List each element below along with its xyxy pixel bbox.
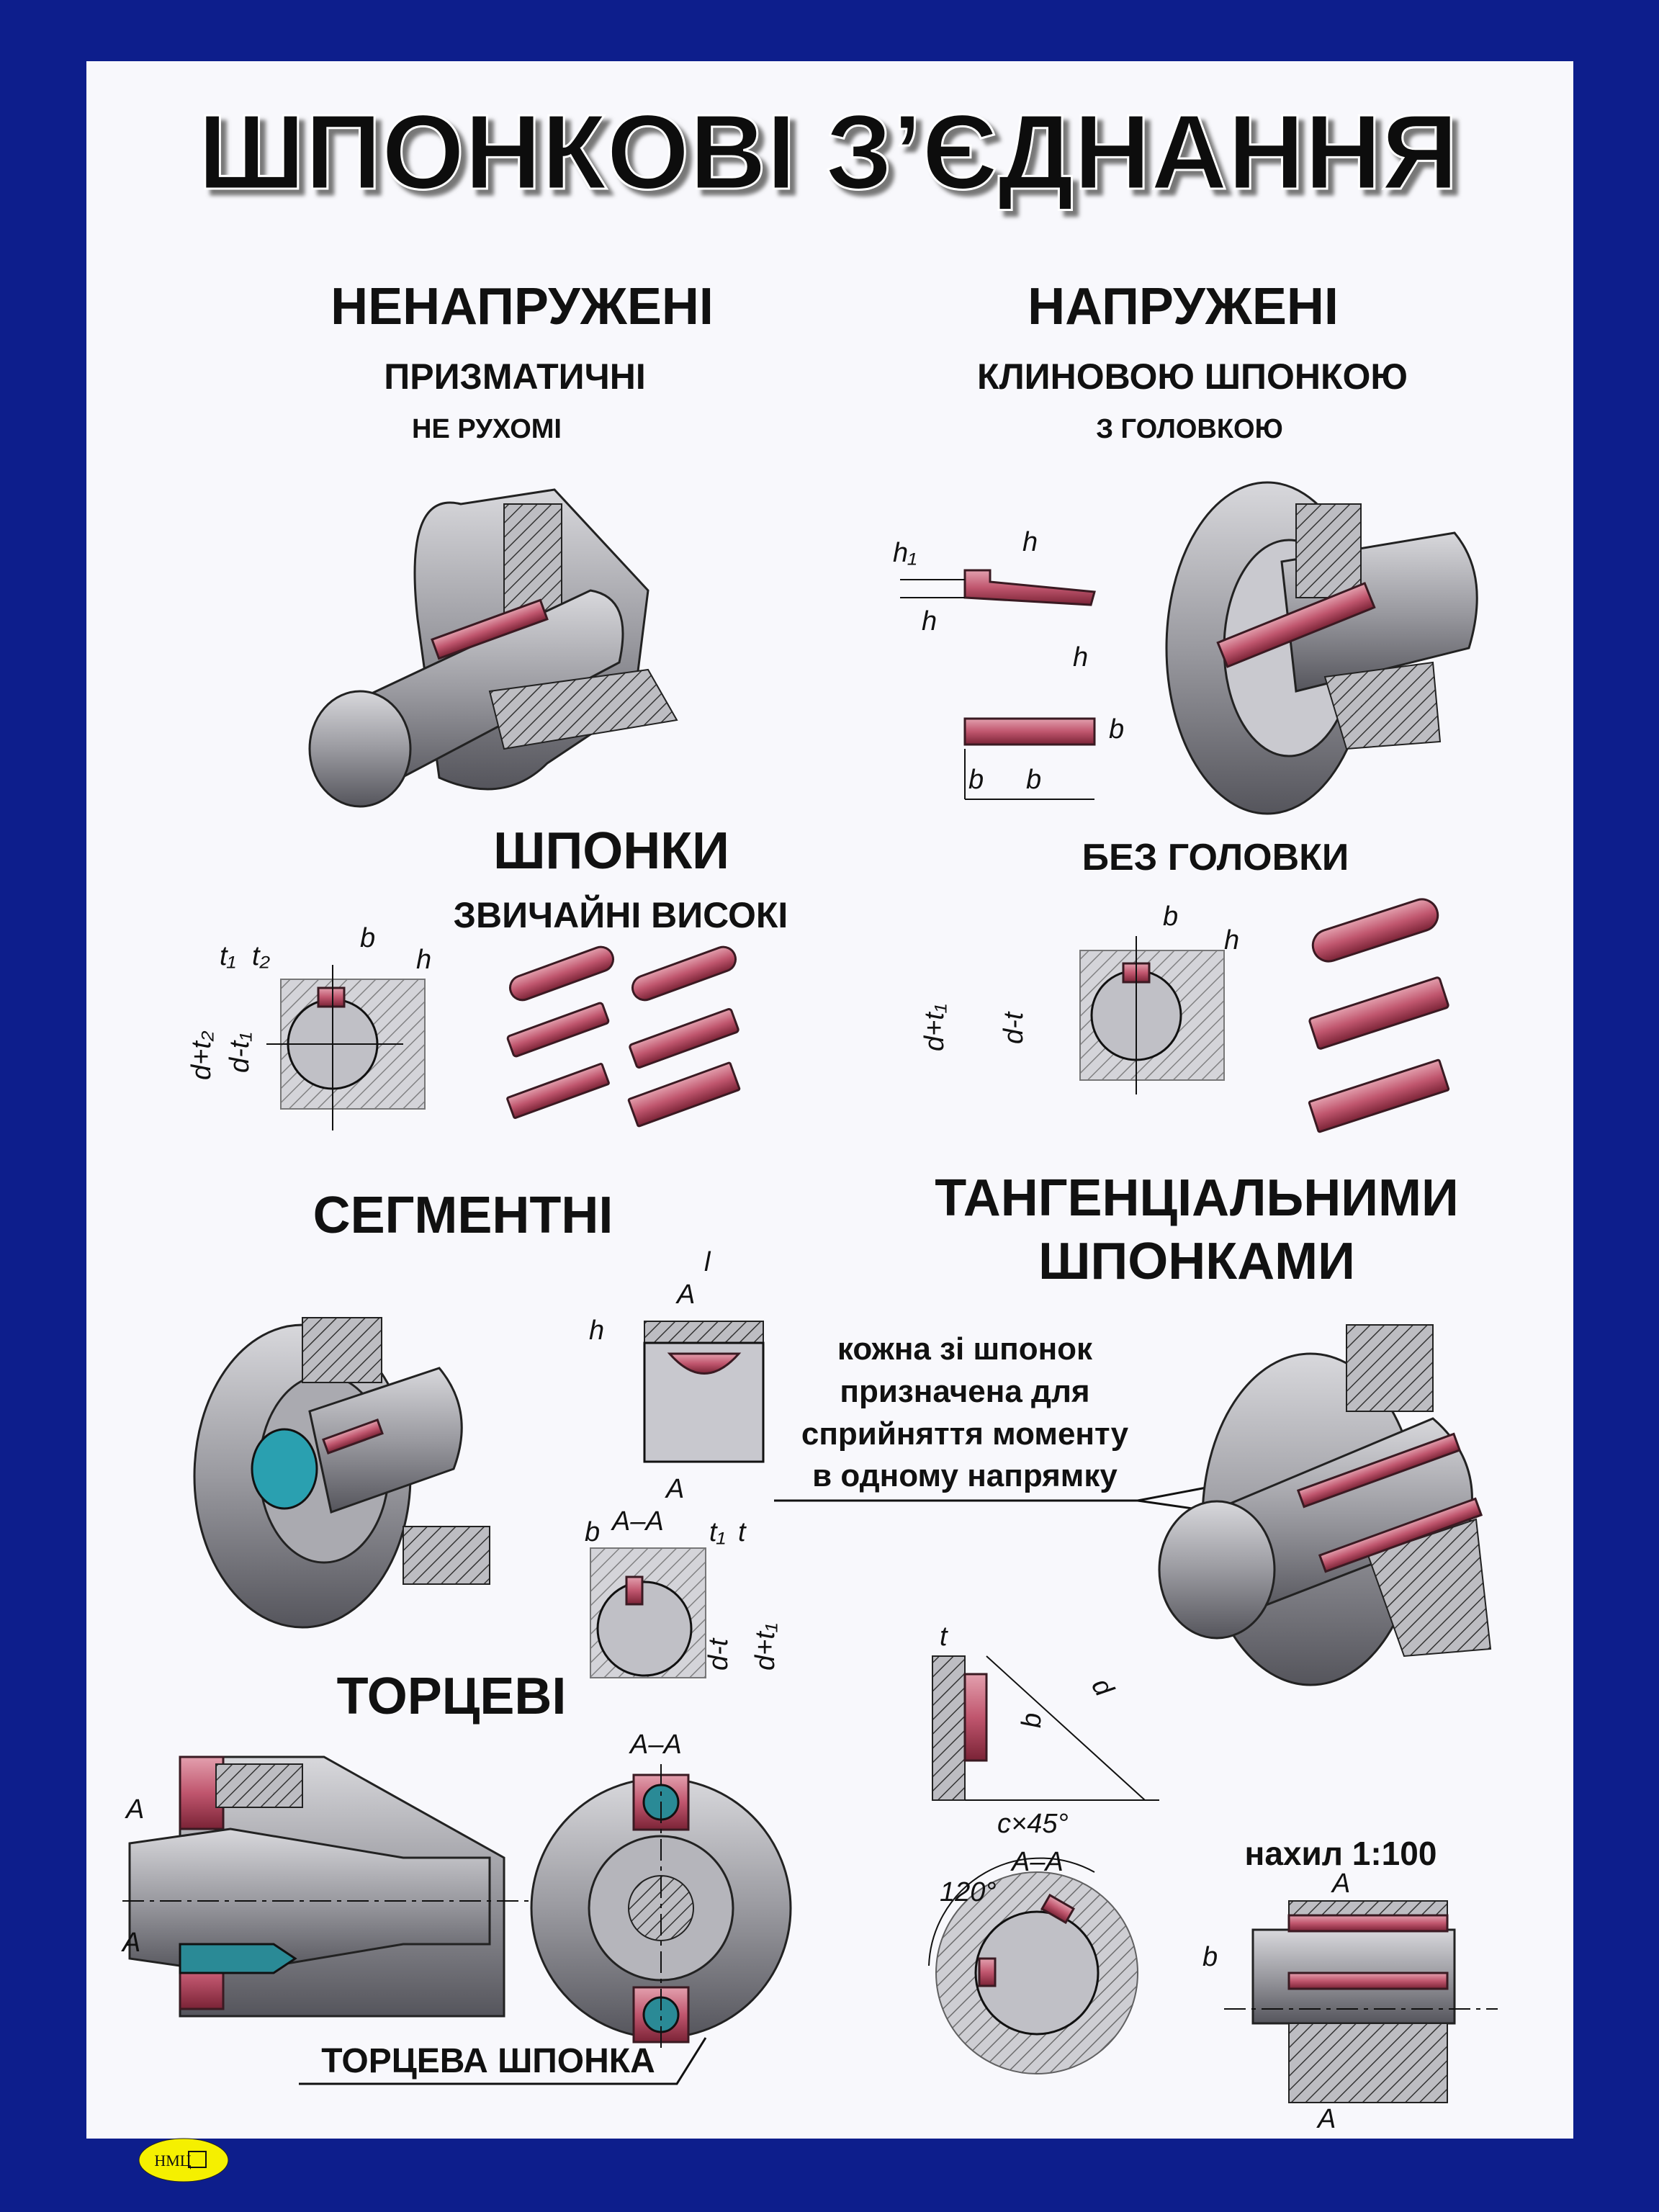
subheading-wedge-key: КЛИНОВОЮ ШПОНКОЮ <box>977 356 1408 397</box>
dim-chamfer: c×45° <box>997 1809 1069 1839</box>
dim-b: b <box>968 765 984 795</box>
key-section-drawing: t₁ t₂ b h d+t₂ d-t₁ <box>186 923 741 1130</box>
nmc-logo: НМЦ <box>138 2138 229 2182</box>
dim-t1: t₁ <box>220 941 236 971</box>
face-key-callout: ТОРЦЕВА ШПОНКА <box>321 2042 655 2080</box>
dim-h: h <box>589 1316 604 1346</box>
dim-b: b <box>585 1517 600 1547</box>
dim-d-plus-t1: d+t₁ <box>920 1004 950 1051</box>
dim-d-plus-t2: d+t₂ <box>186 1030 217 1080</box>
dim-A: A <box>1316 2104 1336 2134</box>
dim-A: A <box>125 1794 144 1825</box>
dim-h1: h₁ <box>893 538 917 568</box>
logo-text: НМЦ <box>154 2152 191 2170</box>
heading-segment: СЕГМЕНТНІ <box>313 1187 613 1244</box>
dim-b: b <box>360 923 375 953</box>
dim-A: A <box>675 1280 695 1310</box>
subheading-fixed: НЕ РУХОМІ <box>412 414 562 444</box>
dim-angle: 120° <box>940 1877 997 1907</box>
heading-headless: БЕЗ ГОЛОВКИ <box>1082 837 1349 878</box>
heading-tangential-1: ТАНГЕНЦІАЛЬНИМИ <box>935 1169 1459 1227</box>
dim-t1: t₁ <box>709 1517 726 1547</box>
note-line: в одному напрямку <box>812 1458 1118 1493</box>
prismatic-keys-set <box>506 945 741 1128</box>
dim-l: l <box>704 1247 711 1277</box>
note-line: сприйняття моменту <box>801 1416 1129 1452</box>
dim-t2: t₂ <box>252 941 271 971</box>
note-line: призначена для <box>840 1374 1089 1409</box>
dim-b: b <box>1202 1942 1218 1972</box>
heading-tangential-2: ШПОНКАМИ <box>1038 1233 1355 1290</box>
wedge-key-with-head-drawing: h₁ h h h b b b <box>893 481 1478 815</box>
heading-stressed: НАПРУЖЕНІ <box>1028 278 1339 336</box>
segment-key-drawing: l A h A b A–A t₁ t d-t d+t₁ <box>193 1247 781 1678</box>
dim-d-minus-t1: d-t₁ <box>225 1033 255 1073</box>
dim-h: h <box>1224 925 1239 956</box>
heading-keys: ШПОНКИ <box>493 822 729 880</box>
dim-h: h <box>1022 527 1038 557</box>
subheading-ordinary-high: ЗВИЧАЙНІ ВИСОКІ <box>454 894 788 935</box>
poster-title: ШПОНКОВІ З’ЄДНАННЯ <box>198 93 1458 212</box>
dim-A: A <box>1331 1869 1350 1899</box>
dim-A: A <box>121 1928 140 1958</box>
dim-d-minus-t: d-t <box>703 1637 734 1671</box>
dim-h: h <box>922 606 937 637</box>
dim-b: b <box>1109 714 1124 745</box>
heading-unstressed: НЕНАПРУЖЕНІ <box>331 278 714 336</box>
dim-d-minus-t: d-t <box>999 1011 1029 1044</box>
headless-key-section-drawing: b h d+t₁ d-t <box>920 898 1450 1133</box>
section-AA-label: A–A <box>611 1506 664 1537</box>
dim-t: t <box>738 1517 747 1547</box>
subheading-with-head: З ГОЛОВКОЮ <box>1096 414 1283 444</box>
dim-A: A <box>665 1474 684 1504</box>
dim-b: b <box>1026 765 1041 795</box>
callout-leader <box>299 2037 707 2085</box>
dim-b: b <box>1163 902 1178 932</box>
tangential-keys-drawing: t b d c×45° A–A 120° A b A <box>928 1324 1498 2134</box>
tangential-note: кожна зі шпонок призначена для сприйнятт… <box>774 1331 1268 1521</box>
prismatic-key-assembly-drawing <box>308 488 678 808</box>
face-key-drawing: A A A–A <box>121 1730 792 2052</box>
slope-label: нахил 1:100 <box>1245 1835 1437 1872</box>
dim-t: t <box>940 1622 948 1652</box>
dim-h: h <box>416 945 431 975</box>
heading-face: ТОРЦЕВІ <box>337 1668 567 1725</box>
subheading-prismatic: ПРИЗМАТИЧНІ <box>384 356 645 397</box>
dim-d-plus-t1: d+t₁ <box>750 1623 781 1671</box>
note-line: кожна зі шпонок <box>837 1331 1093 1367</box>
dim-h: h <box>1073 642 1088 673</box>
section-AA-label: A–A <box>629 1730 682 1760</box>
dim-b: b <box>1017 1713 1047 1728</box>
